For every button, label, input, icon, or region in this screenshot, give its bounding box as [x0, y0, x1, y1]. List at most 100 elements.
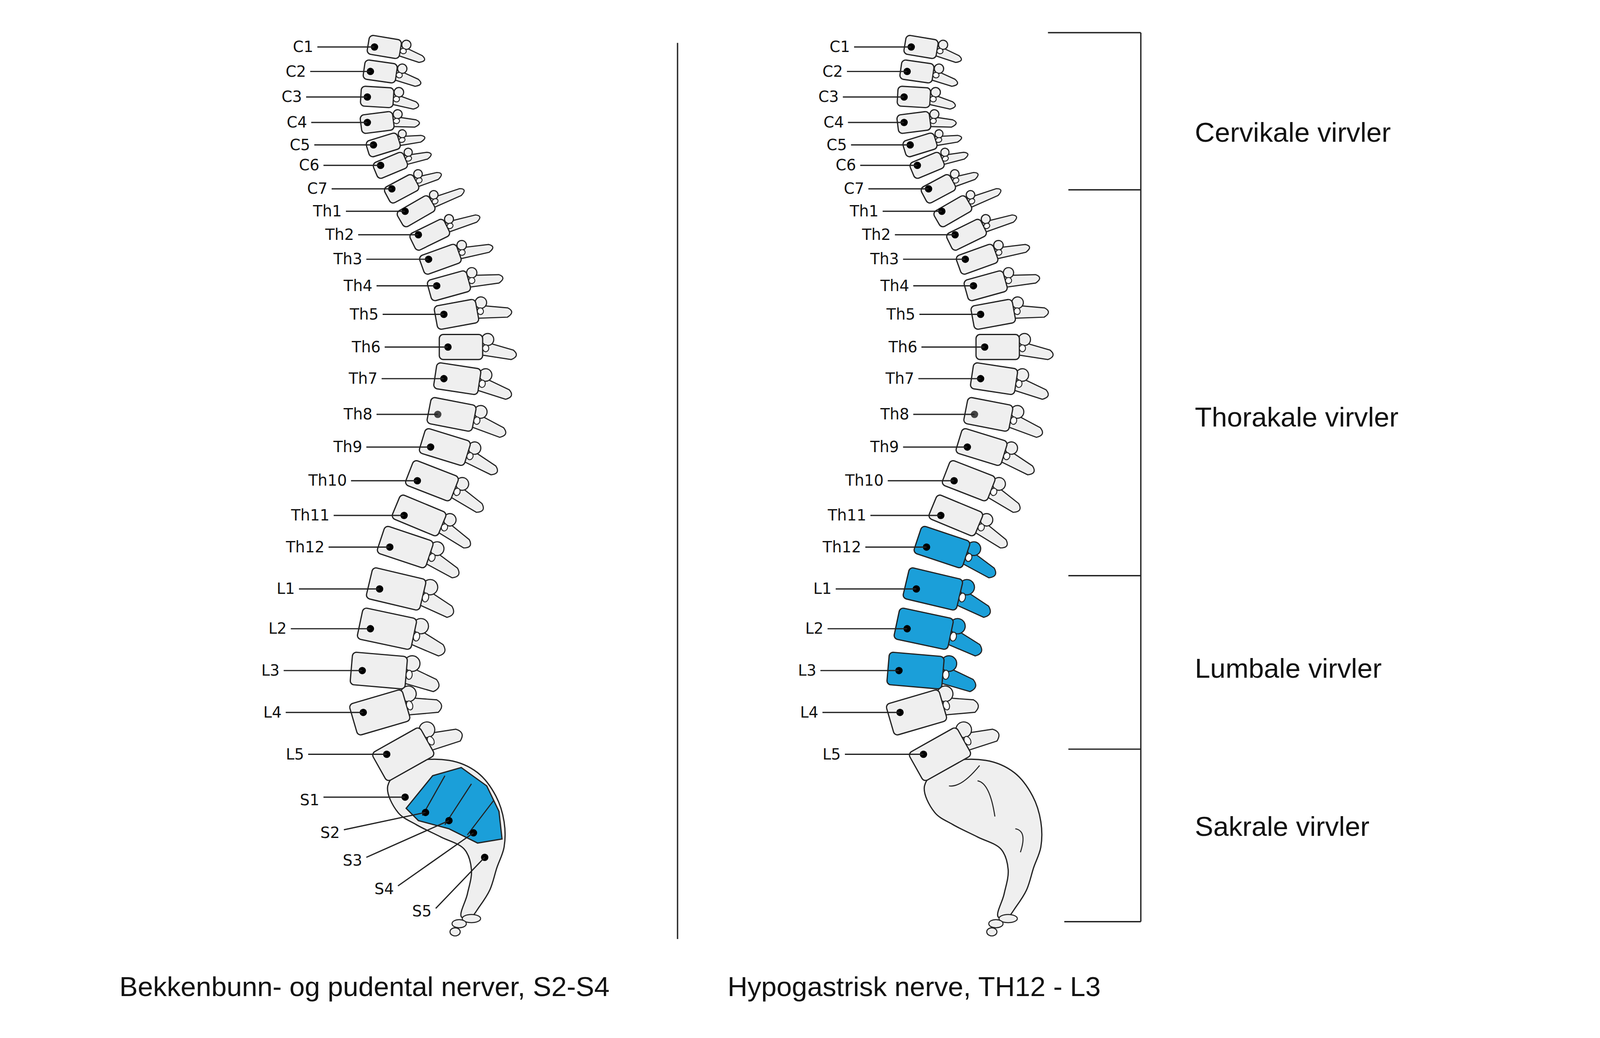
leader-line: [903, 446, 968, 448]
region-label: Hypogastrisk nerve, TH12 - L3: [727, 969, 1101, 1005]
vertebra-label: C1: [727, 37, 850, 57]
leader-line: [847, 122, 904, 124]
vertebra-label: C4: [184, 113, 307, 132]
region-label: Thorakale virvler: [1194, 400, 1399, 435]
vertebra: [362, 58, 424, 88]
leader-line: [311, 122, 368, 124]
vertebra-label: Th4: [786, 276, 910, 296]
leader-line: [298, 588, 380, 590]
leader-line: [381, 377, 444, 380]
vertebra-label: Th10: [761, 471, 884, 490]
bracket-tick: [1068, 574, 1141, 577]
sacral-detail: [1015, 828, 1024, 852]
vertebra: [426, 395, 510, 439]
leader-line: [921, 346, 985, 348]
coccyx-segment: [986, 927, 997, 936]
vertebra-label: Th9: [776, 437, 899, 457]
vertebra: [886, 650, 979, 692]
vertebra-label: Th11: [743, 506, 867, 525]
vertebra-label: Th8: [786, 405, 910, 424]
leader-line: [835, 588, 917, 590]
sacrum-shape: [924, 758, 1042, 919]
vertebra-label: Th7: [254, 369, 378, 388]
vertebra-label: C4: [721, 113, 845, 132]
leader-line: [366, 446, 431, 448]
leader-line: [844, 753, 924, 755]
vertebra-label: L5: [718, 745, 841, 764]
vertebra-label: C3: [179, 87, 302, 107]
vertebra: [896, 106, 957, 134]
leader-line: [820, 669, 899, 671]
leader-line: [870, 514, 941, 517]
leader-line: [317, 46, 375, 48]
vertebra-label: L4: [159, 703, 282, 722]
vertebra: [963, 395, 1047, 439]
vertebra: [899, 58, 960, 88]
leader-line: [331, 188, 393, 190]
leader-line: [918, 377, 981, 380]
leader-line: [323, 164, 381, 167]
vertebra-label: C2: [183, 62, 307, 81]
vertebra-label: C2: [720, 62, 843, 81]
leader-line: [842, 96, 904, 98]
leader-line: [358, 233, 419, 236]
leader-line: [366, 820, 450, 858]
vertebra-label: C5: [187, 135, 311, 155]
leader-line: [435, 857, 485, 909]
vertebra: [350, 650, 442, 692]
vertebra: [896, 85, 957, 110]
leader-line: [376, 413, 438, 416]
vertebra-label: Th5: [792, 305, 916, 324]
vertebra-label: C6: [197, 155, 320, 175]
vertebra-label: L1: [709, 579, 832, 598]
leader-line: [283, 669, 363, 671]
leader-line: [827, 628, 908, 630]
leader-line: [366, 258, 429, 260]
vertebra-label: S1: [197, 790, 320, 810]
leader-line: [382, 313, 445, 315]
leader-line: [384, 346, 448, 348]
leader-line: [290, 628, 371, 630]
vertebra: [439, 333, 517, 360]
coccyx-segment: [451, 919, 467, 928]
vertebra-label: C6: [733, 155, 857, 175]
leader-line: [285, 711, 364, 713]
vertebra-label: L3: [157, 661, 280, 680]
leader-line: [919, 313, 981, 315]
vertebra: [433, 361, 515, 400]
sacral-segment-line: [444, 783, 472, 825]
bracket-tick: [1047, 31, 1141, 34]
spine: [885, 33, 1054, 936]
sacral-detail: [977, 780, 995, 817]
vertebra: [976, 333, 1054, 360]
vertebra-label: L2: [701, 619, 824, 638]
vertebra-label: L1: [172, 579, 295, 598]
vertebra: [969, 361, 1052, 400]
vertebra-label: C7: [741, 179, 865, 198]
vertebra-label: Th4: [249, 276, 373, 296]
bracket-tick: [1064, 920, 1141, 923]
leader-line: [913, 285, 974, 287]
vertebra-label: Th11: [207, 506, 330, 525]
vertebra-label: S4: [271, 879, 394, 899]
sacral-detail: [948, 765, 980, 786]
leader-line: [350, 480, 418, 482]
bracket-tick: [1068, 748, 1141, 750]
vertebra-label: Th8: [249, 405, 373, 424]
leader-line: [333, 514, 405, 517]
vertebra-label: Th1: [755, 202, 879, 221]
leader-line: [328, 546, 390, 548]
leader-line: [822, 711, 901, 713]
vertebra-label: Th9: [239, 437, 363, 457]
vertebra-label: Th6: [258, 337, 381, 357]
vertebra-label: Th10: [224, 471, 347, 490]
vertebra-label: Th1: [219, 202, 342, 221]
region-label: Lumbale virvler: [1194, 651, 1382, 686]
vertebra-label: C1: [190, 37, 314, 57]
spine: [348, 33, 517, 936]
leader-line: [868, 188, 929, 190]
vertebra: [359, 106, 421, 134]
vertebra-label: L5: [181, 745, 304, 764]
